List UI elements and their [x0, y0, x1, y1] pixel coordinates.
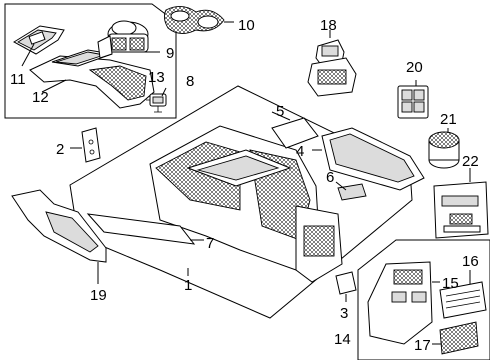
- console-bezel-12: [29, 49, 155, 109]
- inset-box-8: [4, 3, 177, 119]
- callout-3: 3: [340, 305, 348, 322]
- callout-4: 4: [296, 143, 304, 160]
- cup-holder-9: [97, 20, 149, 59]
- callout-12: 12: [32, 89, 49, 106]
- vent-16: [439, 270, 487, 319]
- trim-panel-11: [13, 25, 65, 55]
- callout-8: 8: [186, 73, 194, 90]
- callout-13: 13: [148, 69, 165, 86]
- callout-19: 19: [90, 287, 107, 304]
- callout-22: 22: [462, 153, 479, 170]
- callout-9: 9: [166, 45, 174, 62]
- callout-15: 15: [442, 275, 459, 292]
- callout-16: 16: [462, 253, 479, 270]
- callout-6: 6: [326, 169, 334, 186]
- knob-21: [428, 128, 460, 169]
- clip-2: [70, 127, 101, 163]
- mat-10: [163, 6, 234, 34]
- shifter-18: [307, 30, 357, 97]
- bracket-5: [271, 111, 319, 149]
- panel-22: [433, 168, 489, 239]
- side-panel-19: [11, 189, 107, 284]
- callout-11: 11: [10, 71, 26, 88]
- console-assembly-1: [69, 85, 413, 319]
- switch-17: [432, 321, 479, 355]
- callout-10: 10: [238, 17, 255, 34]
- callout-14: 14: [334, 331, 351, 348]
- inset-box-14: [357, 239, 490, 360]
- armrest-lid-4: [312, 127, 425, 191]
- callout-17: 17: [414, 337, 431, 354]
- callout-labels: 1 2 3 4 5 6 7 8 9 10 11 12 13 14 15 16 1…: [10, 17, 479, 354]
- callout-1: 1: [184, 277, 192, 294]
- clip-3: [335, 271, 357, 302]
- callout-18: 18: [320, 17, 337, 34]
- callout-2: 2: [56, 141, 64, 158]
- callout-7: 7: [206, 235, 214, 252]
- switch-13: [146, 93, 167, 113]
- pad-6: [335, 181, 367, 201]
- callout-5: 5: [276, 103, 284, 120]
- bezel-15: [367, 261, 440, 345]
- callout-21: 21: [440, 111, 457, 128]
- callout-20: 20: [406, 59, 423, 76]
- switch-pack-20: [397, 80, 429, 119]
